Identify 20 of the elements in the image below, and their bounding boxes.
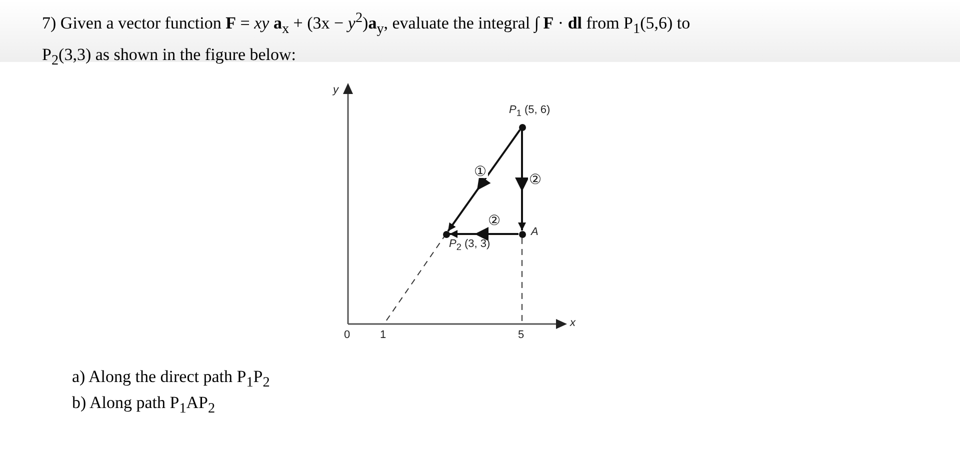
point-label: A <box>531 226 538 238</box>
edge-label: ① <box>473 164 488 178</box>
point-label: P$_{2}$ (3, 3) <box>449 238 490 252</box>
edge-label: ② <box>487 213 502 227</box>
point-marker <box>518 230 526 238</box>
path-arrow <box>450 228 518 241</box>
point-marker <box>518 124 526 130</box>
axis-label: y <box>333 84 338 96</box>
tick-label: 5 <box>518 329 524 341</box>
question-text: 7) Given a vector function F = xy a$_{x}$ + (3x − y$^{2}$)a$_{y}$, evaluate the integral ∫ F · dl from P$_{1}$(5,6) to P$_{2}$(3,3) as shown in the figure below: <box>42 9 692 70</box>
path-arrow <box>515 130 528 230</box>
edge-label: ② <box>528 172 543 186</box>
tick-label: 0 <box>344 329 350 341</box>
point-label: P$_{1}$ (5, 6) <box>509 104 550 118</box>
point-marker <box>442 230 450 238</box>
question-item: a) Along the direct path P$_{1}$P$_{2}$ <box>72 367 270 392</box>
tick-label: 1 <box>380 329 386 341</box>
axis-label: x <box>570 317 576 329</box>
path-arrow <box>447 129 521 232</box>
question-item: b) Along path P$_{1}$AP$_{2}$ <box>72 393 216 418</box>
